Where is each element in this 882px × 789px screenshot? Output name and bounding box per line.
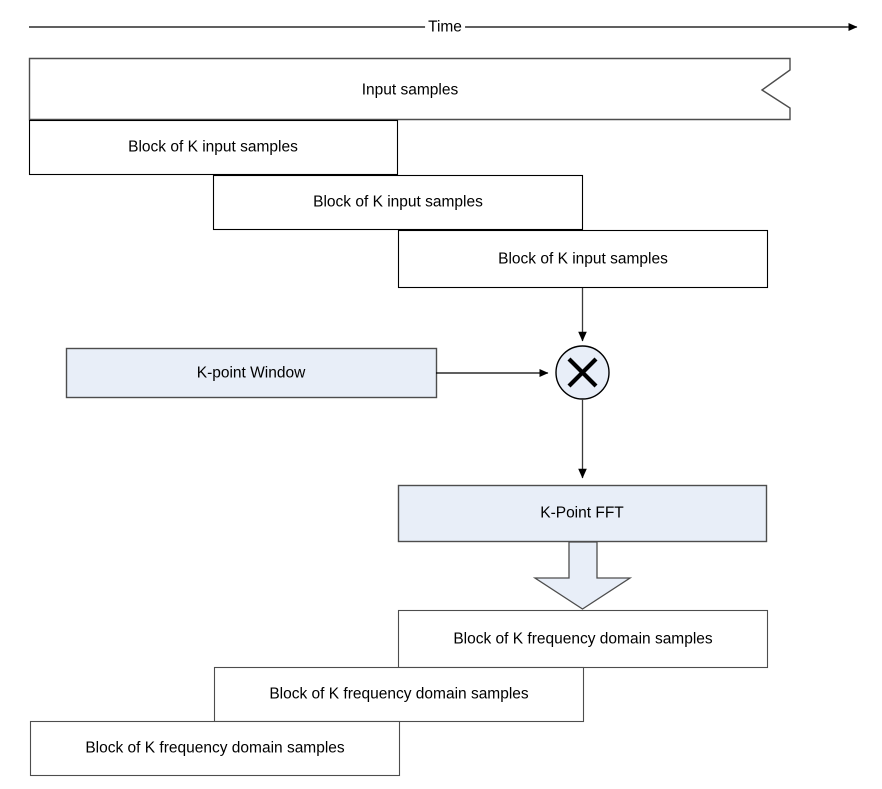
window-label: K-point Window [196,364,306,382]
fft-label: K-Point FFT [540,504,624,522]
time-axis-label: Time [425,19,465,35]
input-block-2-label: Block of K input samples [313,193,483,211]
output-block-2-label: Block of K frequency domain samples [269,685,529,703]
fft-to-output-block-arrow [532,541,633,610]
output-block-1-label: Block of K frequency domain samples [453,630,713,648]
output-block-2 [213,666,585,723]
input-block-3-label: Block of K input samples [498,250,668,268]
input-block-1-label: Block of K input samples [128,138,298,156]
window-box [65,347,438,399]
fft-box [397,484,768,543]
output-block-1 [397,609,769,669]
input-block-1 [28,119,399,176]
input-samples-label: Input samples [361,81,459,99]
multiply-stroke-b [567,357,598,388]
output-block-3 [29,720,401,777]
output-block-3-label: Block of K frequency domain samples [85,739,345,757]
multiply-icon [555,345,610,400]
input-samples-shape [28,57,791,121]
input-block-3 [397,229,769,289]
input-block-2 [212,174,584,231]
input-samples-banner [28,57,791,121]
